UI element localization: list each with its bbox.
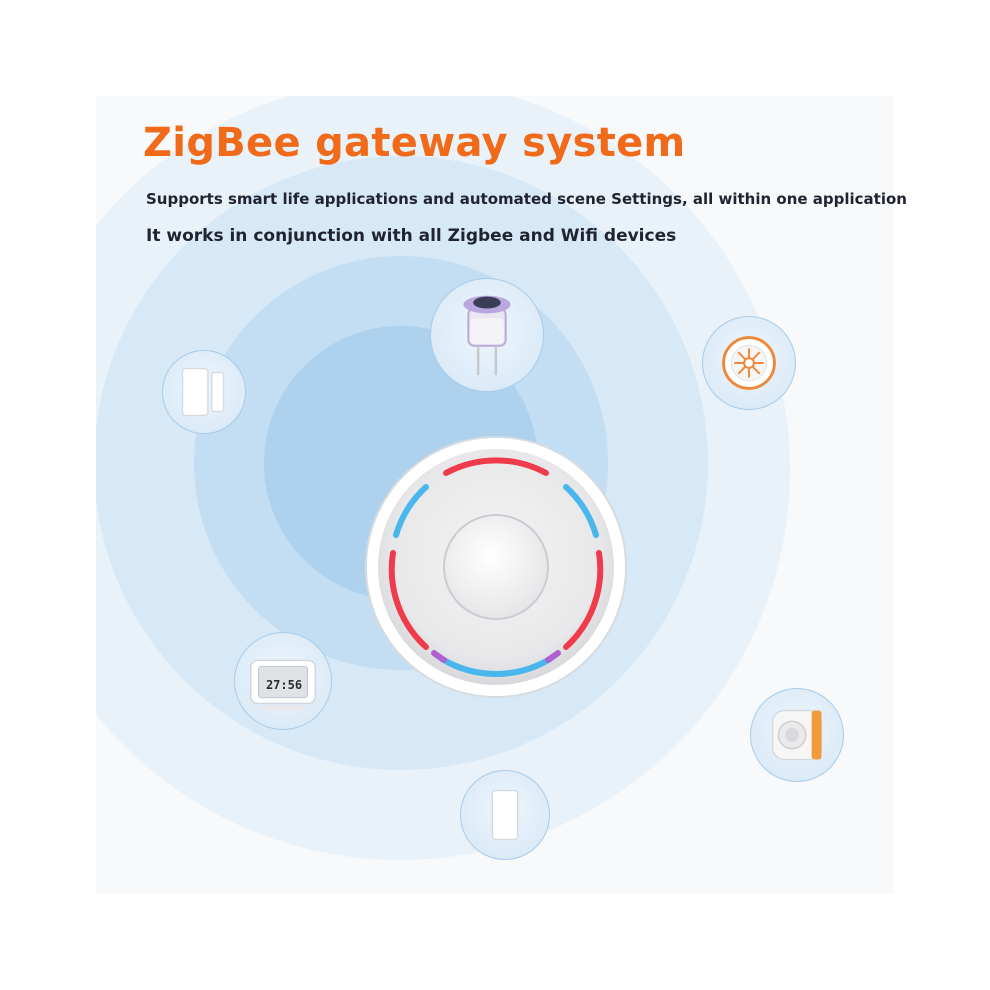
subtitle-compatibility: It works in conjunction with all Zigbee …	[146, 226, 677, 246]
temperature-humidity-display-icon: 27:56	[234, 632, 332, 730]
pir-motion-sensor-icon	[750, 688, 844, 782]
zigbee-gateway-hub	[364, 435, 628, 699]
display-readout: 27:56	[265, 678, 303, 692]
siren-alarm-icon	[702, 316, 796, 410]
door-window-sensor-icon	[162, 350, 246, 434]
contact-sensor-icon	[460, 770, 550, 860]
soil-moisture-sensor-icon	[430, 278, 544, 392]
subtitle-applications: Supports smart life applications and aut…	[146, 190, 907, 208]
page-title: ZigBee gateway system	[143, 120, 686, 166]
